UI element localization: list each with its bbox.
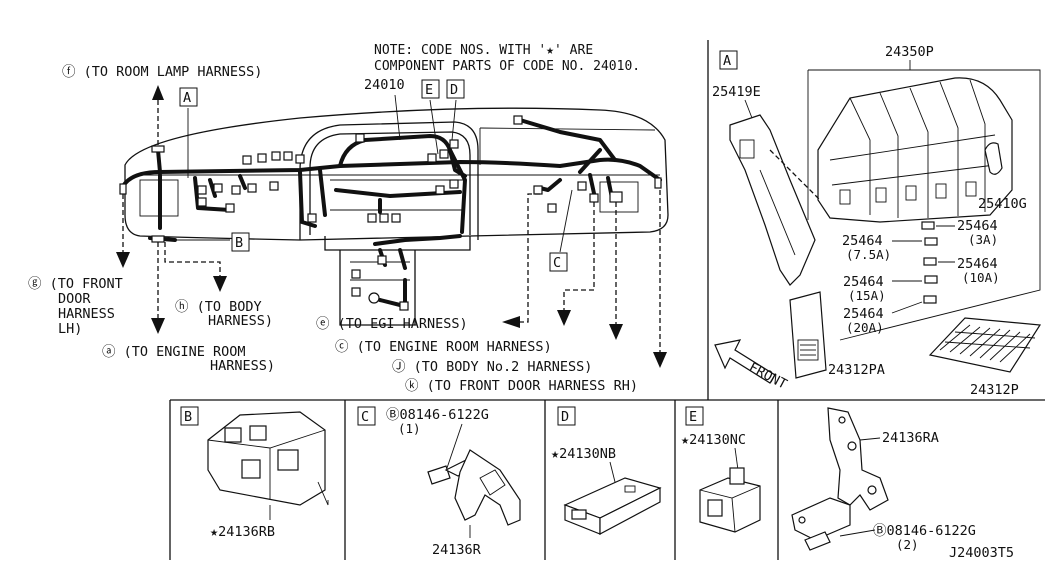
panel-a-fuse-block: A 24350P 25410G 25419E — [712, 44, 1042, 398]
label-engine-room-harness-a-1: ⓐ (TO ENGINE ROOM — [102, 344, 246, 360]
part-25464-10a-amp: (10A) — [962, 270, 1000, 285]
callout-box-a — [179, 87, 198, 107]
panel-b-tag: B — [184, 409, 192, 425]
bolt-08146-6122G-c: Ⓑ08146-6122G — [386, 407, 489, 423]
part-25464-3a-amp: (3A) — [968, 232, 998, 247]
label-body-no2-harness: Ⓙ (TO BODY No.2 HARNESS) — [392, 359, 592, 375]
part-24350P: 24350P — [885, 44, 934, 60]
harness-leaders — [116, 85, 667, 368]
callout-box-d — [446, 79, 465, 99]
part-24130NB: ★24130NB — [551, 446, 616, 462]
panel-c-tag: C — [361, 409, 369, 425]
part-24312PA: 24312PA — [828, 362, 885, 378]
callout-d: D — [450, 82, 458, 98]
callout-b: B — [235, 235, 243, 251]
label-egi-harness: ⓔ (TO EGI HARNESS) — [316, 316, 468, 332]
note-line-2: COMPONENT PARTS OF CODE NO. 24010. — [374, 59, 640, 74]
label-front-door-lh-1: ⓖ (TO FRONT — [28, 276, 123, 292]
label-engine-room-harness-a-2: HARNESS) — [210, 358, 275, 374]
part-24136RB: ★24136RB — [210, 524, 275, 540]
part-25464-7-5a: 25464 — [842, 233, 883, 249]
front-direction-label: FRONT — [746, 359, 789, 392]
label-room-lamp-harness: ⓕ (TO ROOM LAMP HARNESS) — [62, 64, 262, 80]
part-24312P: 24312P — [970, 382, 1019, 398]
panel-d-connector: D ★24130NB — [551, 406, 662, 535]
panel-a-tag: A — [723, 53, 731, 69]
label-front-door-lh-4: LH) — [58, 321, 82, 337]
panel-f-bracket: 24136RA Ⓑ08146-6122G (2) — [791, 407, 976, 552]
panel-d-tag: D — [561, 409, 569, 425]
bolt-qty-f: (2) — [896, 537, 919, 552]
panel-b-bracket: B ★24136RB — [180, 406, 329, 540]
bolt-qty-c: (1) — [398, 421, 421, 436]
callout-box-b — [231, 232, 250, 252]
part-25464-20a-amp: (20A) — [846, 320, 884, 335]
part-25419E: 25419E — [712, 84, 761, 100]
bolt-08146-6122G-f: Ⓑ08146-6122G — [873, 523, 976, 539]
panel-e-connector: E ★24130NC — [681, 406, 761, 533]
callout-box-e — [421, 79, 440, 99]
part-25464-10a: 25464 — [957, 256, 998, 272]
harness-connectors — [119, 115, 662, 311]
main-part-number: 24010 — [364, 77, 405, 93]
part-24136RA: 24136RA — [882, 430, 939, 446]
panel-c-bracket: C Ⓑ08146-6122G (1) 24136R — [357, 406, 521, 558]
part-25464-3a: 25464 — [957, 218, 998, 234]
instrument-panel-outline — [124, 107, 669, 326]
note-line-1: NOTE: CODE NOS. WITH '★' ARE — [374, 43, 593, 58]
part-24130NC: ★24130NC — [681, 432, 746, 448]
part-25410G: 25410G — [978, 196, 1027, 212]
label-body-harness-1: ⓗ (TO BODY — [175, 299, 262, 315]
callout-a: A — [183, 90, 191, 106]
diagram-id: J24003T5 — [949, 545, 1014, 561]
callout-box-c — [549, 252, 568, 272]
part-25464-7-5a-amp: (7.5A) — [846, 247, 891, 262]
label-body-harness-2: HARNESS) — [208, 313, 273, 329]
callout-e: E — [425, 82, 433, 98]
part-25464-15a: 25464 — [843, 274, 884, 290]
label-engine-room-harness-c: ⓒ (TO ENGINE ROOM HARNESS) — [335, 339, 552, 355]
callout-c: C — [553, 255, 561, 271]
part-25464-20a: 25464 — [843, 306, 884, 322]
panel-borders — [169, 40, 1045, 560]
part-24136R: 24136R — [432, 542, 482, 558]
part-25464-15a-amp: (15A) — [848, 288, 886, 303]
panel-e-tag: E — [689, 409, 697, 425]
label-front-door-lh-3: HARNESS — [58, 306, 115, 322]
label-front-door-harness-rh: ⓚ (TO FRONT DOOR HARNESS RH) — [405, 378, 638, 394]
label-front-door-lh-2: DOOR — [58, 291, 91, 307]
